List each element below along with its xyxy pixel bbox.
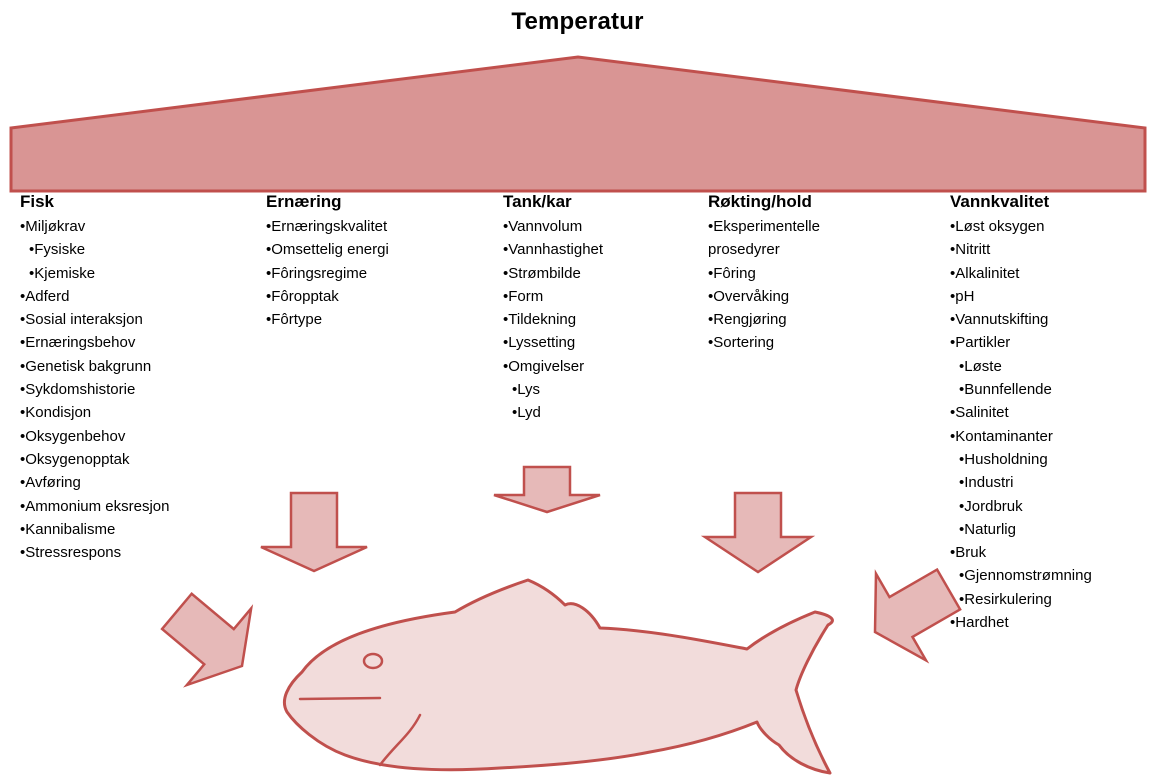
list-item: Ernæringskvalitet: [266, 215, 389, 238]
sub-list-item: Fysiske: [20, 238, 169, 261]
item-list: ErnæringskvalitetOmsettelig energiFôring…: [266, 215, 389, 331]
item-list: MiljøkravFysiskeKjemiskeAdferdSosial int…: [20, 215, 169, 564]
list-item: Oksygenbehov: [20, 425, 169, 448]
sub-list-item: Jordbruk: [950, 495, 1092, 518]
list-item: Genetisk bakgrunn: [20, 355, 169, 378]
column-heading: Tank/kar: [503, 192, 603, 212]
list-item: Sortering: [708, 331, 820, 354]
column-heading: Vannkvalitet: [950, 192, 1092, 212]
list-item: Fôring: [708, 262, 820, 285]
list-item: Fôrtype: [266, 308, 389, 331]
list-item: Fôropptak: [266, 285, 389, 308]
list-item: Strømbilde: [503, 262, 603, 285]
list-item: Alkalinitet: [950, 262, 1092, 285]
sub-list-item: Bunnfellende: [950, 378, 1092, 401]
list-item: Bruk: [950, 541, 1092, 564]
list-item: Ernæringsbehov: [20, 331, 169, 354]
column-tank-kar: Tank/kar VannvolumVannhastighetStrømbild…: [503, 192, 603, 425]
down-arrow-icon: [145, 573, 274, 704]
sub-list-item: Lys: [503, 378, 603, 401]
list-item: Salinitet: [950, 401, 1092, 424]
column-heading: Røkting/hold: [708, 192, 820, 212]
list-item: pH: [950, 285, 1092, 308]
list-item: Oksygenopptak: [20, 448, 169, 471]
list-item: Hardhet: [950, 611, 1092, 634]
list-item: Kannibalisme: [20, 518, 169, 541]
list-item: Form: [503, 285, 603, 308]
down-arrow-icon: [705, 493, 811, 572]
list-item: Sykdomshistorie: [20, 378, 169, 401]
list-item: Miljøkrav: [20, 215, 169, 238]
list-item: Ammonium eksresjon: [20, 495, 169, 518]
sub-list-item: Gjennomstrømning: [950, 564, 1092, 587]
item-list: Løst oksygenNitrittAlkalinitetpHVannutsk…: [950, 215, 1092, 634]
temperature-roof-shape: [11, 57, 1145, 191]
sub-list-item: Løste: [950, 355, 1092, 378]
column-vannkvalitet: Vannkvalitet Løst oksygenNitrittAlkalini…: [950, 192, 1092, 634]
list-item: Eksperimentelle: [708, 215, 820, 238]
list-item: Omsettelig energi: [266, 238, 389, 261]
column-heading: Fisk: [20, 192, 169, 212]
list-item: Vannutskifting: [950, 308, 1092, 331]
sub-list-item: Naturlig: [950, 518, 1092, 541]
sub-list-item: Industri: [950, 471, 1092, 494]
list-item: Partikler: [950, 331, 1092, 354]
list-item: Kondisjon: [20, 401, 169, 424]
list-item: Omgivelser: [503, 355, 603, 378]
sub-list-item: Resirkulering: [950, 588, 1092, 611]
list-item: Tildekning: [503, 308, 603, 331]
down-arrow-icon: [261, 493, 367, 571]
list-item: Rengjøring: [708, 308, 820, 331]
column-rokting-hold: Røkting/hold EksperimentelleprosedyrerFô…: [708, 192, 820, 355]
item-list: EksperimentelleprosedyrerFôringOvervåkin…: [708, 215, 820, 355]
list-item: Stressrespons: [20, 541, 169, 564]
list-item: Lyssetting: [503, 331, 603, 354]
list-item: Kontaminanter: [950, 425, 1092, 448]
list-item: prosedyrer: [708, 238, 820, 261]
list-item: Sosial interaksjon: [20, 308, 169, 331]
list-item: Nitritt: [950, 238, 1092, 261]
sub-list-item: Kjemiske: [20, 262, 169, 285]
list-item: Vannhastighet: [503, 238, 603, 261]
column-fisk: Fisk MiljøkravFysiskeKjemiskeAdferdSosia…: [20, 192, 169, 564]
list-item: Løst oksygen: [950, 215, 1092, 238]
list-item: Vannvolum: [503, 215, 603, 238]
item-list: VannvolumVannhastighetStrømbildeFormTild…: [503, 215, 603, 425]
down-arrow-icon: [494, 467, 600, 512]
list-item: Overvåking: [708, 285, 820, 308]
column-heading: Ernæring: [266, 192, 389, 212]
column-ernaering: Ernæring ErnæringskvalitetOmsettelig ene…: [266, 192, 389, 331]
fish-icon: [284, 580, 832, 773]
list-item: Adferd: [20, 285, 169, 308]
list-item: Avføring: [20, 471, 169, 494]
sub-list-item: Lyd: [503, 401, 603, 424]
list-item: Fôringsregime: [266, 262, 389, 285]
sub-list-item: Husholdning: [950, 448, 1092, 471]
